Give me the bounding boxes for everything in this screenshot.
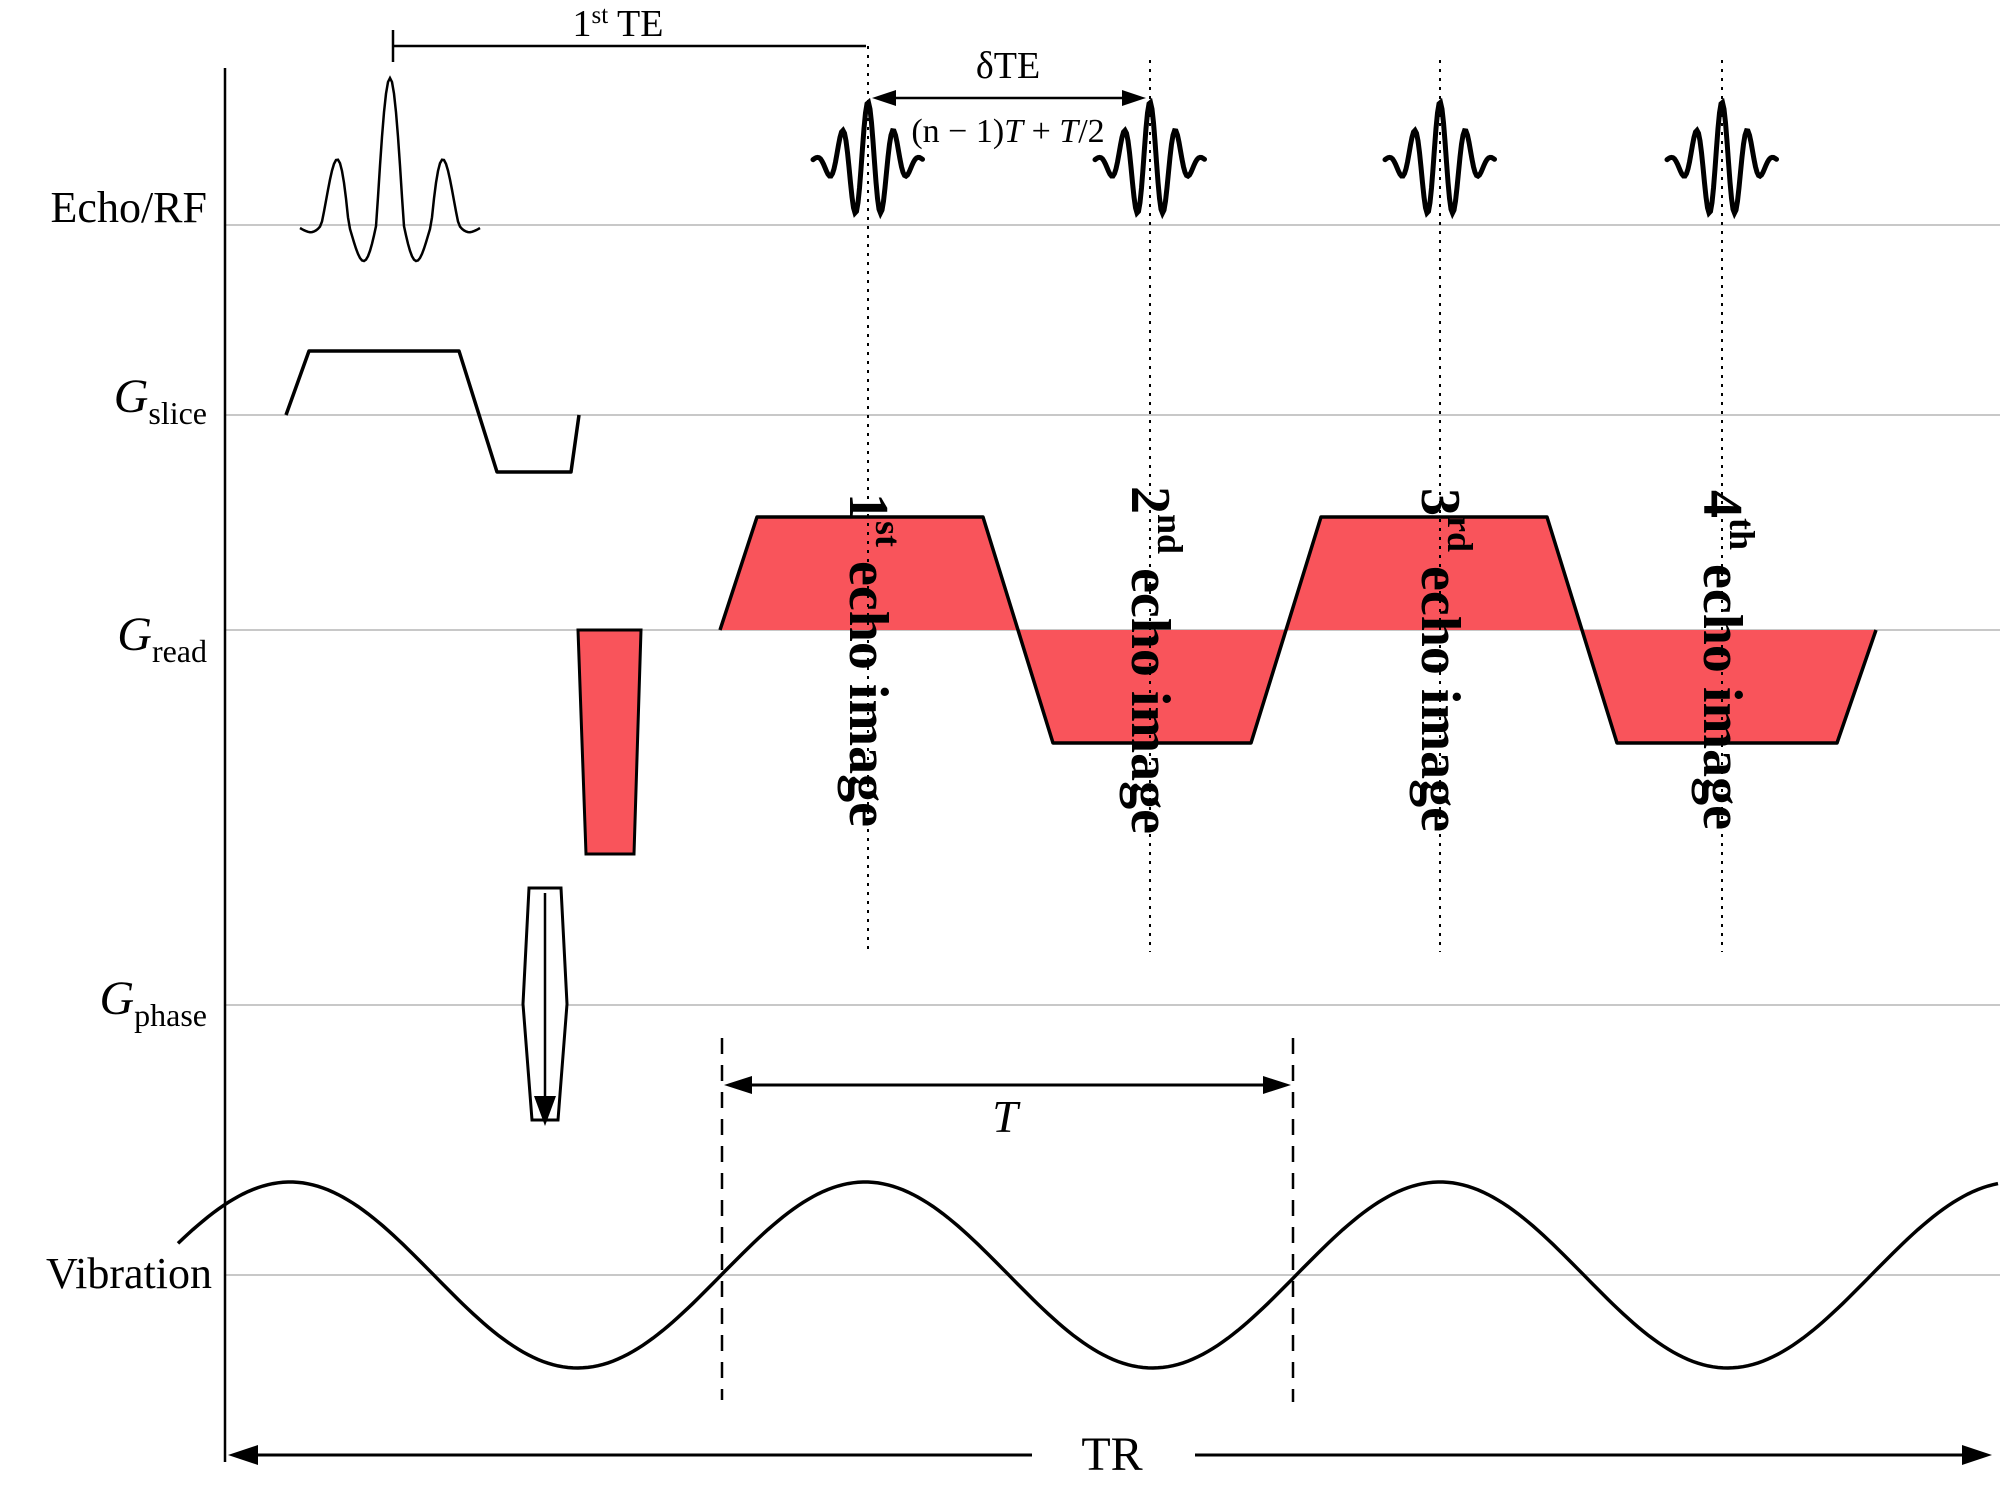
echo-pulse <box>1382 97 1497 220</box>
echo1-image-label: 1st echo image <box>837 493 908 827</box>
readout-gradient-waveform <box>718 515 1878 745</box>
echo-pulse <box>810 97 925 220</box>
echo-spacing-formula: (n − 1)T + T/2 <box>911 113 1104 150</box>
read-prephaser-lobe <box>576 628 643 856</box>
rf-excitation-pulse <box>299 75 481 263</box>
g-slice-row-label: Gslice <box>114 370 207 431</box>
delta-te-arrow-right-icon <box>1122 90 1146 106</box>
slice-gradient-waveform <box>284 349 581 474</box>
first-te-label: 1st TE <box>573 2 664 45</box>
delta-te-label: δTE <box>976 45 1040 87</box>
vibration-row-label: Vibration <box>46 1249 212 1298</box>
phase-arrow-head-icon <box>534 1096 556 1126</box>
readout-gradient-fill <box>720 517 1876 743</box>
period-arrow-right-icon <box>1263 1076 1291 1094</box>
vibration-wave <box>176 1180 1999 1370</box>
period-arrow-left-icon <box>724 1076 752 1094</box>
tr-arrow-right-icon <box>1962 1445 1992 1465</box>
echo-rf-row-label: Echo/RF <box>51 183 207 232</box>
g-read-row-label: Gread <box>117 608 207 669</box>
echo4-image-label: 4th echo image <box>1691 490 1762 830</box>
echo-pulse <box>1664 97 1779 220</box>
echo-pulse <box>1092 97 1207 220</box>
tr-arrow-left-icon <box>228 1445 258 1465</box>
period-t-label: T <box>992 1091 1021 1142</box>
echo2-image-label: 2nd echo image <box>1119 486 1190 834</box>
delta-te-arrow-left-icon <box>872 90 896 106</box>
tr-label: TR <box>1081 1428 1142 1481</box>
echo3-image-label: 3rd echo image <box>1409 488 1480 832</box>
g-phase-row-label: Gphase <box>99 972 207 1033</box>
